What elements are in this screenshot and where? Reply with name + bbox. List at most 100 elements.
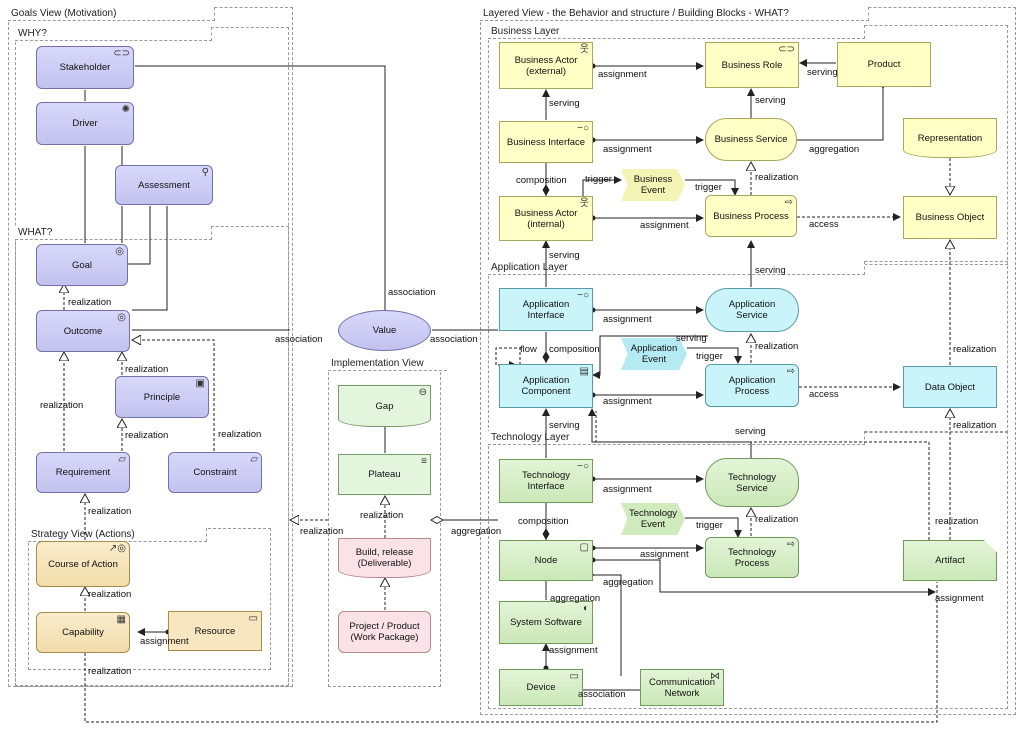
relation-label: serving [735,426,766,437]
relation-label: aggregation [550,593,601,604]
representation[interactable]: Representation [903,118,997,158]
data-object[interactable]: Data Object [903,366,997,408]
relation-label: composition [518,516,569,527]
plateau-icon: ≡ [421,456,427,467]
relation-label: aggregation [603,577,654,588]
technology-service[interactable]: Technology Service [705,458,799,507]
role-icon: ⊂⊃ [778,44,795,55]
deliverable[interactable]: Build, release (Deliverable) [338,538,431,578]
technology-event[interactable]: Technology Event [621,503,685,535]
relation-label: serving [549,250,580,261]
outcome[interactable]: Outcome◎ [36,310,130,352]
relation-label: trigger [696,351,723,362]
constraint[interactable]: Constraint▱ [168,452,262,493]
principle[interactable]: Principle▣ [115,376,209,418]
application-component[interactable]: Application Component▤ [499,364,593,408]
capability[interactable]: Capability▦ [36,612,130,653]
driver[interactable]: Driver✺ [36,102,134,145]
relation-label: trigger [696,520,723,531]
relation-label: realization [935,516,979,527]
work-package[interactable]: Project / Product (Work Package) [338,611,431,653]
business-interface[interactable]: Business Interface−○ [499,121,593,163]
relation-label: realization [360,510,404,521]
system-software[interactable]: System Software◐ [499,601,593,644]
system-software-icon: ◐ [582,603,589,614]
relation-label: assignment [603,144,652,155]
relation-label: access [809,389,839,400]
relation-label: realization [125,430,169,441]
relation-label: assignment [603,484,652,495]
relation-label: assignment [640,220,689,231]
assessment[interactable]: Assessment⚲ [115,165,213,205]
relation-label: assignment [603,396,652,407]
gap-icon: ⊖ [418,387,427,398]
relation-label: access [809,219,839,230]
relation-label: realization [953,344,997,355]
relation-label: aggregation [451,526,502,537]
relation-label: assignment [640,549,689,560]
relation-label: composition [516,175,567,186]
resource-icon: ▭ [248,613,258,624]
business-role[interactable]: Business Role⊂⊃ [705,42,799,88]
capability-icon: ▦ [116,614,126,625]
artifact[interactable]: Artifact [903,540,997,581]
relation-label: realization [88,506,132,517]
application-interface[interactable]: Application Interface−○ [499,288,593,331]
course-of-action-icon: ↗◎ [108,543,126,554]
business-service[interactable]: Business Service [705,118,797,161]
communication-network[interactable]: Communication Network⋈ [640,669,724,706]
relation-label: serving [755,95,786,106]
course-of-action[interactable]: Course of Action↗◎ [36,541,130,587]
requirement[interactable]: Requirement▱ [36,452,130,493]
stakeholder-icon: ⊂⊃ [113,48,130,59]
product[interactable]: Product [837,42,931,87]
node[interactable]: Node▢ [499,540,593,581]
application-event[interactable]: Application Event [621,338,687,370]
application-service[interactable]: Application Service [705,288,799,332]
relation-label: assignment [598,69,647,80]
relation-label: assignment [603,314,652,325]
relation-label: trigger [585,174,612,185]
technology-process[interactable]: Technology Process⇨ [705,537,799,578]
principle-icon: ▣ [195,378,205,389]
actor-icon: 웃 [579,198,589,209]
group-goals-view-title: Goals View (Motivation) [8,7,215,21]
constraint-icon: ▱ [250,454,258,465]
node-icon: ▢ [579,542,589,553]
technology-interface[interactable]: Technology Interface−○ [499,459,593,503]
outcome-icon: ◎ [117,312,126,323]
relation-label: association [430,334,478,345]
interface-icon: −○ [577,123,589,134]
relation-label: serving [549,98,580,109]
relation-label: realization [755,514,799,525]
business-process[interactable]: Business Process⇨ [705,195,797,237]
relation-label: realization [40,400,84,411]
plateau[interactable]: Plateau≡ [338,454,431,495]
application-process[interactable]: Application Process⇨ [705,364,799,407]
relation-label: realization [755,172,799,183]
component-icon: ▤ [579,366,589,377]
network-icon: ⋈ [710,671,720,682]
relation-label: realization [953,420,997,431]
relation-label: aggregation [809,144,860,155]
driver-icon: ✺ [121,104,130,115]
interface-icon: −○ [577,290,589,301]
relation-label: realization [755,341,799,352]
business-actor-internal[interactable]: Business Actor (internal)웃 [499,196,593,241]
stakeholder[interactable]: Stakeholder⊂⊃ [36,46,134,89]
business-object[interactable]: Business Object [903,196,997,239]
value[interactable]: Value [338,310,431,351]
relation-label: flow [520,344,537,355]
device[interactable]: Device▭ [499,669,583,706]
gap[interactable]: Gap⊖ [338,385,431,427]
relation-label: association [388,287,436,298]
relation-label: assignment [935,593,984,604]
business-actor-external[interactable]: Business Actor (external)웃 [499,42,593,89]
relation-label: realization [88,589,132,600]
resource[interactable]: Resource▭ [168,611,262,651]
business-event[interactable]: Business Event [621,169,685,201]
device-icon: ▭ [569,671,579,682]
goal[interactable]: Goal◎ [36,244,128,286]
relation-label: realization [68,297,112,308]
